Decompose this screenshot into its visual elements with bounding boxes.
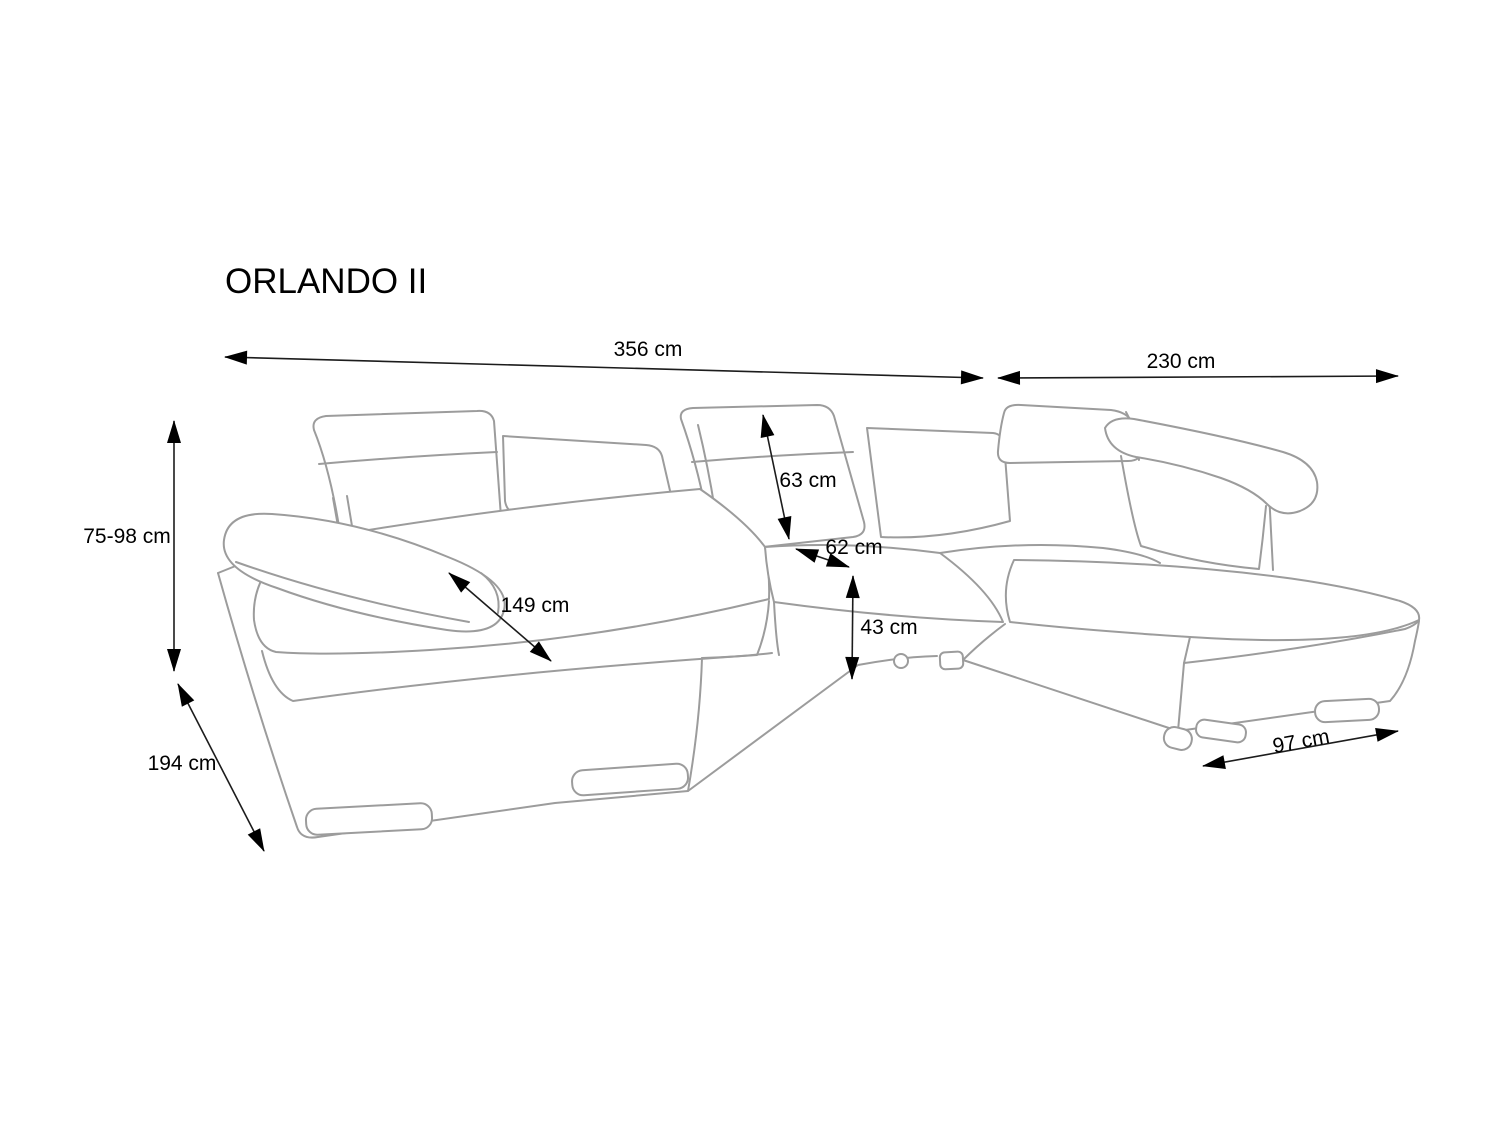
dimension-lines [167,350,1399,852]
right-base-left-edge [962,623,1006,661]
dim-label-right-section-width: 230 cm [1147,350,1216,373]
dim-line-right-section-width [997,369,1399,385]
middle-base-bottom [687,655,938,792]
dimension-labels: ORLANDO II 356 cm 230 cm 75-98 cm 194 cm… [83,262,1331,775]
left-headrest-seam [318,451,498,465]
dim-line-left-section-depth [177,683,265,852]
product-title: ORLANDO II [225,262,427,301]
right-foot-bar [1314,697,1381,724]
right-backrest-body [1120,455,1267,570]
middle-seat [764,544,1004,623]
right-backrest-roll [1104,417,1319,515]
dim-line-seat-height [845,575,860,680]
left-chaise-seat-front [261,600,770,702]
left-base-outline [217,572,703,839]
dim-label-left-section-depth: 194 cm [148,752,217,775]
dim-line-chaise-length [448,572,552,662]
corner-back-cushion-outline [866,427,1011,539]
dim-label-height-range: 75-98 cm [83,525,171,548]
dim-label-total-width: 356 cm [614,338,683,361]
dim-line-backrest-height [760,414,792,540]
right-foot-cylinder [1162,726,1193,751]
dim-label-backrest-height: 63 cm [779,469,836,492]
left-foot-bar-front [304,802,434,836]
dim-label-chaise-length: 149 cm [501,594,570,617]
right-base-corner-edge [1177,662,1185,732]
right-chaise-seat [1004,559,1421,642]
dim-line-total-width [224,350,984,385]
dim-label-right-chaise-width: 97 cm [1271,725,1331,758]
middle-base-edges [701,601,780,659]
left-foot-bar-rear [571,762,690,797]
dim-line-right-chaise-width [1202,727,1399,770]
middle-foot-round [893,653,909,669]
middle-foot [938,650,965,671]
left-armrest-fold [235,561,470,623]
dim-label-seat-height: 43 cm [860,616,917,639]
sofa-outline-drawing [217,403,1421,839]
dim-line-seat-depth [795,548,850,568]
right-chaise-seat-front [1183,619,1420,664]
corner-seat-edge [939,543,1161,564]
right-base-outline [962,620,1420,732]
dim-label-seat-depth: 62 cm [825,536,882,559]
